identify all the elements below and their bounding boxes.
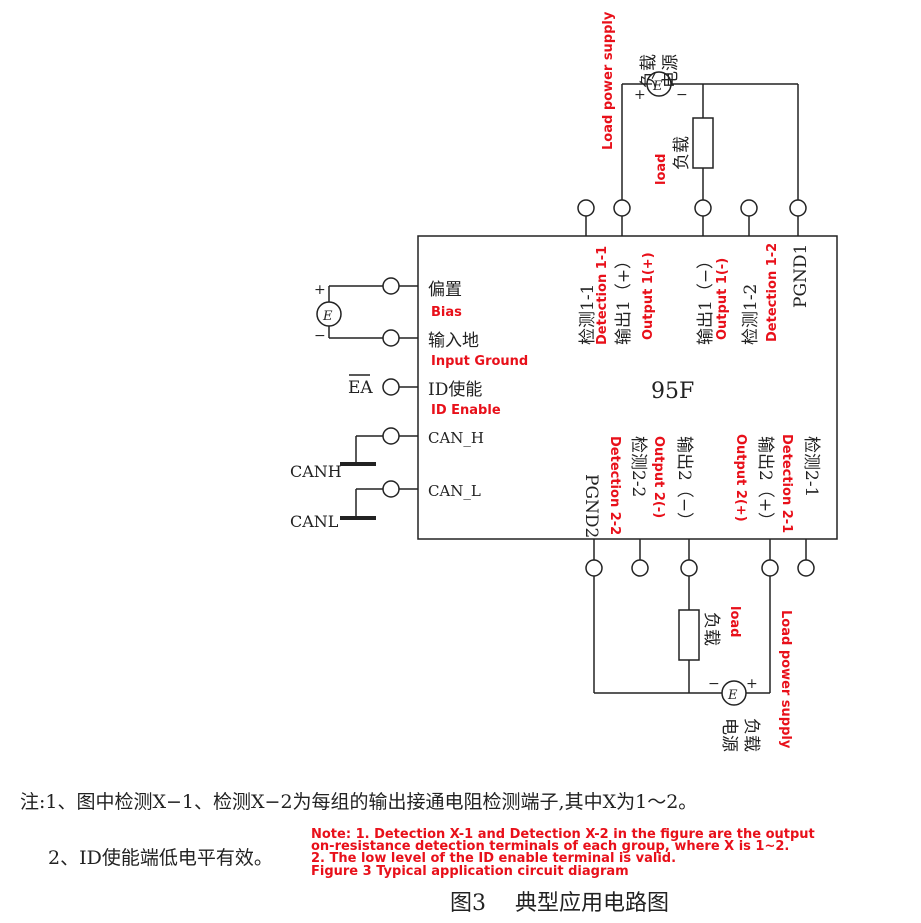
pin-det1-1-label: 检测1-1 — [578, 284, 598, 345]
load-power-label-cn-2b: 电源 — [719, 718, 739, 752]
pin-det2-2-label-en: Detection 2-2 — [607, 436, 622, 535]
bottom-terminals — [585, 539, 815, 577]
terminal-can-h — [382, 427, 400, 445]
bottom-load-circuit — [593, 576, 771, 706]
module-box — [417, 235, 838, 540]
module-model: 95F — [651, 379, 694, 404]
bias-minus: − — [314, 328, 326, 344]
pin-det1-2-label-en: Detection 1-2 — [765, 243, 780, 342]
pin-out2-neg-label-en: Output 2(-) — [651, 436, 666, 518]
pin-out2-neg-label: 输出2（−） — [674, 436, 694, 529]
load-label-cn-2: 负载 — [701, 612, 721, 646]
pin-bias-label-en: Bias — [431, 305, 462, 320]
note-line-4-en: Figure 3 Typical application circuit dia… — [311, 864, 629, 879]
pin-det1-1-label-en: Detection 1-1 — [595, 246, 610, 345]
pin-id-enable-label-en: ID Enable — [431, 403, 501, 418]
bias-source-circuit — [316, 285, 383, 339]
load-label-en-2: load — [727, 606, 742, 637]
pin-input-ground-label-en: Input Ground — [431, 354, 528, 369]
terminal-out2-neg — [680, 559, 698, 577]
load-resistor-1 — [692, 117, 714, 169]
load-label-cn-1: 负载 — [672, 136, 692, 170]
pin-out1-neg-label-en: Output 1(-) — [715, 258, 730, 340]
terminal-input-ground — [382, 329, 400, 347]
load-power-label-en-2: Load power supply — [778, 610, 793, 749]
pin-det2-1-label-en: Detection 2-1 — [779, 434, 794, 533]
terminal-id-enable — [382, 378, 400, 396]
pin-can-l-label: CAN_L — [428, 482, 481, 500]
load-power-label-cn-2a: 负载 — [741, 718, 761, 752]
pin-out2-pos-label: 输出2（+） — [755, 436, 775, 529]
can-bus-circuit — [340, 435, 383, 520]
note-line-2-cn: 2、ID使能端低电平有效。 — [48, 847, 273, 869]
load-power-label-cn-1b: 电源 — [661, 54, 681, 88]
bias-plus: + — [314, 282, 326, 298]
ea-label: EA — [348, 378, 373, 398]
source-minus-1: − — [676, 87, 688, 103]
canh-label: CANH — [290, 462, 342, 481]
pin-can-h-label: CAN_H — [428, 429, 484, 447]
pin-det2-1-label: 检测2-1 — [801, 436, 821, 497]
pin-pgnd2-label: PGND2 — [581, 474, 601, 538]
terminal-det2-2 — [631, 559, 649, 577]
figure-caption: 图3 典型应用电路图 — [450, 891, 669, 916]
source-symbol-1: E — [652, 79, 663, 94]
note-line-1-en: Note: 1. Detection X-1 and Detection X-2… — [311, 827, 815, 842]
top-load-circuit — [621, 71, 799, 200]
load-power-label-en-1: Load power supply — [601, 11, 616, 150]
source-symbol-2: E — [727, 688, 738, 703]
pin-bias-label: 偏置 — [428, 280, 462, 300]
source-plus-1: + — [634, 87, 646, 103]
pin-out1-pos-label: 输出1（+） — [614, 252, 634, 345]
source-minus-2: − — [708, 676, 720, 692]
terminal-out2-pos — [761, 559, 779, 577]
note-line-1-cn: 注:1、图中检测X−1、检测X−2为每组的输出接通电阻检测端子,其中X为1～2。 — [20, 791, 697, 813]
pin-input-ground-label: 输入地 — [428, 331, 479, 351]
pin-out2-pos-label-en: Output 2(+) — [733, 434, 748, 522]
left-terminals — [382, 277, 418, 498]
terminal-out1-neg — [694, 199, 712, 217]
load-resistor-2 — [678, 609, 700, 661]
note-line-3-en: 2. The low level of the ID enable termin… — [311, 851, 676, 866]
bias-source-symbol: E — [322, 309, 333, 324]
pin-pgnd1-label: PGND1 — [791, 244, 811, 308]
terminal-det2-1 — [797, 559, 815, 577]
pin-out1-neg-label: 输出1（−） — [696, 252, 716, 345]
terminal-pgnd2 — [585, 559, 603, 577]
terminal-can-l — [382, 480, 400, 498]
canl-label: CANL — [290, 512, 339, 531]
source-plus-2: + — [746, 676, 758, 692]
terminal-out1-pos — [613, 199, 631, 217]
load-power-label-cn-1a: 负载 — [639, 54, 659, 88]
terminal-bias — [382, 277, 400, 295]
pin-id-enable-label: ID使能 — [428, 379, 482, 400]
terminal-pgnd1 — [789, 199, 807, 217]
pin-out1-pos-label-en: Output 1(+) — [641, 252, 656, 340]
pin-det1-2-label: 检测1-2 — [741, 284, 761, 345]
top-terminals — [577, 199, 807, 236]
pin-det2-2-label: 检测2-2 — [628, 436, 648, 497]
note-line-2-en: on-resistance detection terminals of eac… — [311, 839, 789, 854]
load-label-en-1: load — [654, 154, 669, 185]
terminal-det1-1 — [577, 199, 595, 217]
terminal-det1-2 — [740, 199, 758, 217]
